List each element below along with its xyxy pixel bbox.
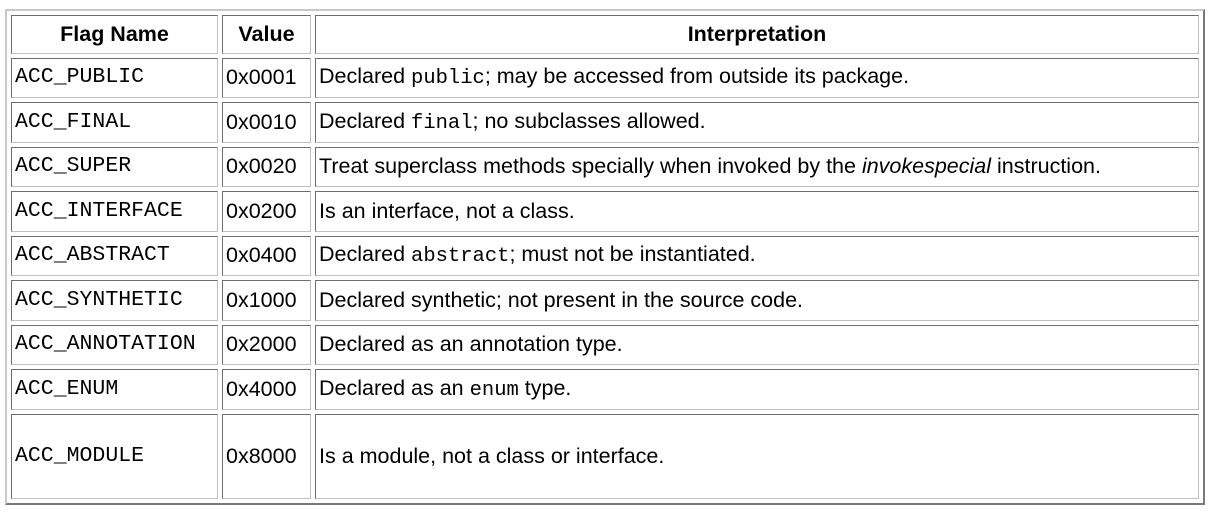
flag-name-cell: ACC_ANNOTATION	[11, 324, 218, 366]
interpretation-text: Declared as an annotation type.	[319, 332, 623, 357]
flag-value-cell: 0x1000	[222, 280, 311, 321]
interpretation-cell: Declared as an enum type.	[315, 369, 1199, 410]
table-row: ACC_ABSTRACT 0x0400 Declared abstract; m…	[11, 235, 1199, 277]
interpretation-text: Is a module, not a class or interface.	[319, 443, 665, 468]
interpretation-text: ; must not be instantiated.	[509, 242, 756, 267]
interpretation-text: instruction.	[991, 154, 1101, 179]
flag-value-cell: 0x2000	[222, 324, 311, 366]
header-interpretation: Interpretation	[315, 15, 1199, 54]
interpretation-text: Declared	[319, 108, 412, 133]
table-row: ACC_PUBLIC 0x0001 Declared public; may b…	[11, 58, 1199, 99]
flag-value-cell: 0x8000	[222, 413, 311, 499]
flag-value-cell: 0x0001	[222, 58, 311, 99]
access-flags-table-frame: Flag Name Value Interpretation ACC_PUBLI…	[5, 9, 1205, 505]
table-row: ACC_MODULE 0x8000 Is a module, not a cla…	[11, 413, 1199, 499]
interpretation-text: Declared	[319, 242, 412, 267]
interpretation-text: ; no subclasses allowed.	[472, 108, 706, 133]
interpretation-text: Declared	[319, 64, 412, 89]
interpretation-cell: Is an interface, not a class.	[315, 191, 1199, 232]
interpretation-cell: Declared as an annotation type.	[315, 324, 1199, 366]
flag-name-cell: ACC_SYNTHETIC	[11, 280, 218, 321]
interpretation-cell: Declared final; no subclasses allowed.	[315, 102, 1199, 143]
interpretation-cell: Treat superclass methods specially when …	[315, 146, 1199, 188]
interpretation-text: type.	[518, 375, 572, 400]
flag-name-cell: ACC_MODULE	[11, 413, 218, 499]
table-row: ACC_SUPER 0x0020 Treat superclass method…	[11, 146, 1199, 188]
interpretation-text: ; may be accessed from outside its packa…	[484, 64, 910, 89]
flag-value-cell: 0x0400	[222, 235, 311, 277]
flag-value-cell: 0x4000	[222, 369, 311, 410]
table-row: ACC_ANNOTATION 0x2000 Declared as an ann…	[11, 324, 1199, 366]
flag-name-cell: ACC_FINAL	[11, 102, 218, 143]
flag-value-cell: 0x0010	[222, 102, 311, 143]
interpretation-text: Declared synthetic; not present in the s…	[319, 287, 804, 312]
table-row: ACC_FINAL 0x0010 Declared final; no subc…	[11, 102, 1199, 143]
flag-name-cell: ACC_INTERFACE	[11, 191, 218, 232]
header-flag-name: Flag Name	[11, 15, 218, 54]
flag-name-cell: ACC_SUPER	[11, 146, 218, 188]
interpretation-text: Declared as an	[319, 375, 470, 400]
interpretation-code: final	[411, 111, 473, 135]
access-flags-table: Flag Name Value Interpretation ACC_PUBLI…	[7, 11, 1203, 503]
flag-name-cell: ACC_ENUM	[11, 369, 218, 410]
interpretation-cell: Declared abstract; must not be instantia…	[315, 235, 1199, 277]
flag-value-cell: 0x0200	[222, 191, 311, 232]
flag-value-cell: 0x0020	[222, 146, 311, 188]
table-row: ACC_INTERFACE 0x0200 Is an interface, no…	[11, 191, 1199, 232]
interpretation-text: Treat superclass methods specially when …	[319, 154, 862, 179]
interpretation-cell: Declared public; may be accessed from ou…	[315, 58, 1199, 99]
table-row: ACC_SYNTHETIC 0x1000 Declared synthetic;…	[11, 280, 1199, 321]
interpretation-cell: Is a module, not a class or interface.	[315, 413, 1199, 499]
flag-name-cell: ACC_ABSTRACT	[11, 235, 218, 277]
interpretation-code: enum	[469, 378, 519, 402]
interpretation-cell: Declared synthetic; not present in the s…	[315, 280, 1199, 321]
flag-name-cell: ACC_PUBLIC	[11, 58, 218, 99]
interpretation-emphasis: invokespecial	[861, 154, 992, 179]
header-value: Value	[222, 15, 311, 54]
interpretation-text: Is an interface, not a class.	[319, 198, 575, 223]
interpretation-code: public	[411, 67, 485, 91]
table-row: ACC_ENUM 0x4000 Declared as an enum type…	[11, 369, 1199, 410]
interpretation-code: abstract	[411, 245, 510, 269]
table-header-row: Flag Name Value Interpretation	[11, 15, 1199, 54]
